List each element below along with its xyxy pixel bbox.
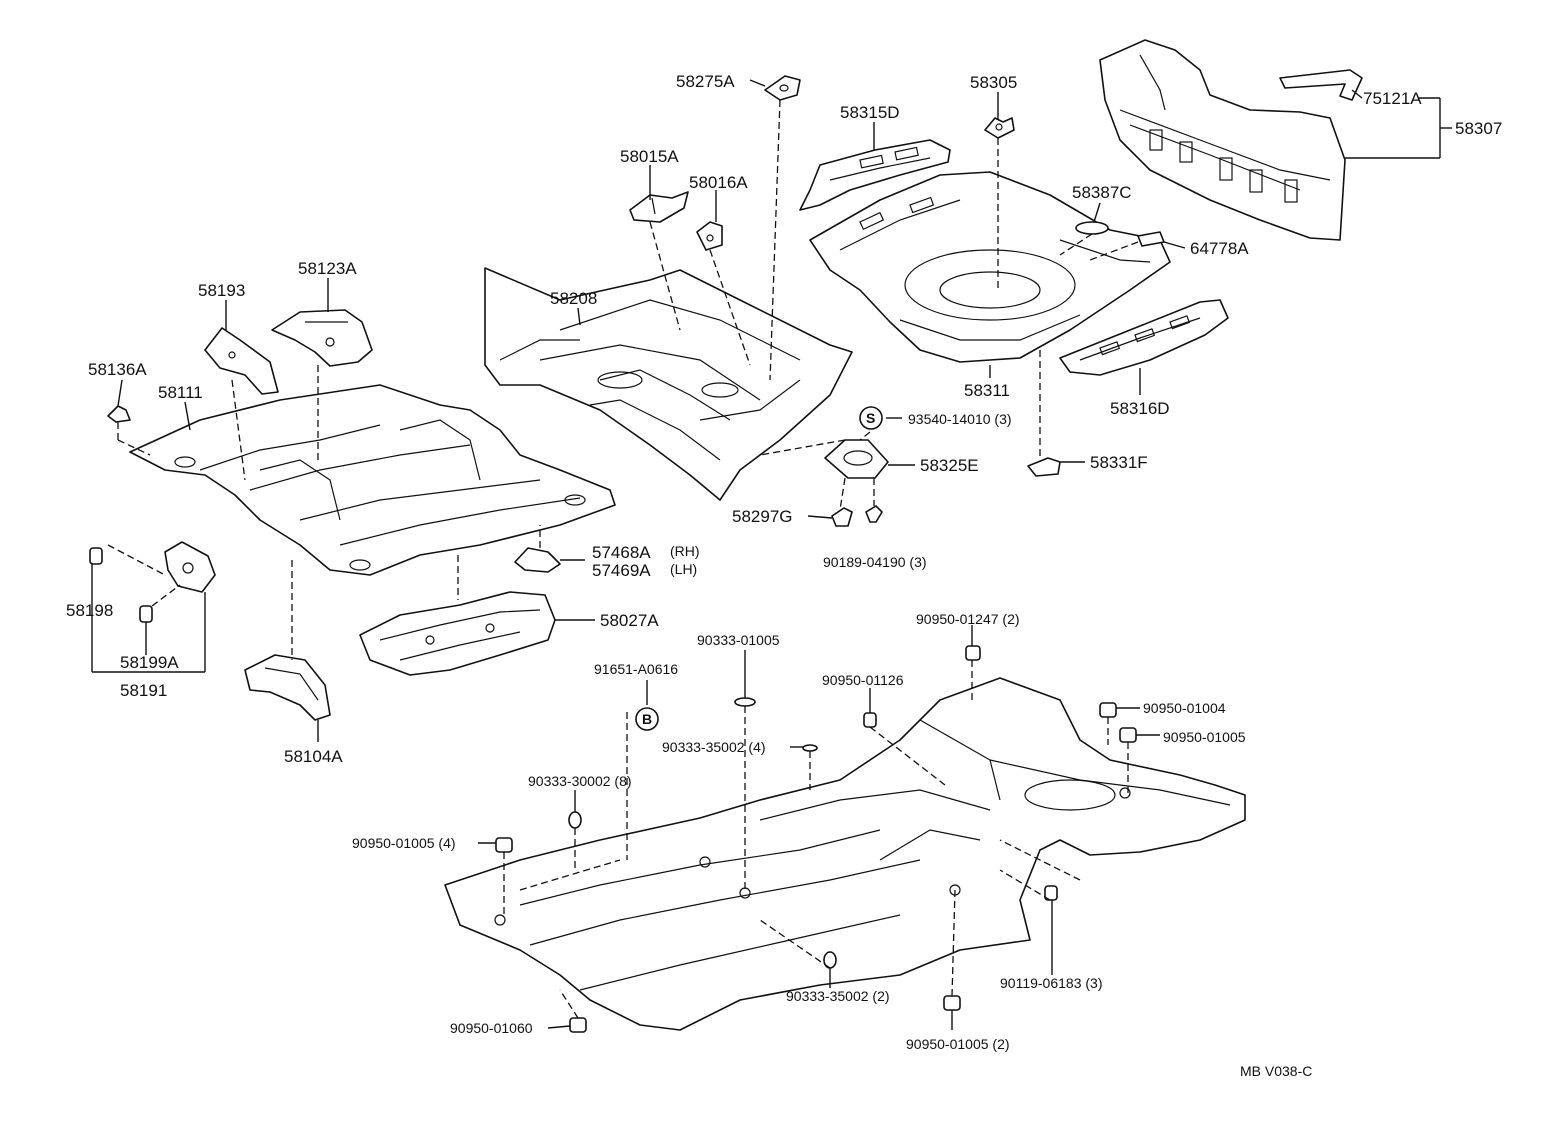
label-90950-01004: 90950-01004 [1143, 700, 1226, 716]
part-58311-drawing [809, 171, 1171, 363]
label-75121A: 75121A [1363, 89, 1422, 108]
label-90333-30002: 90333-30002 (8) [528, 773, 632, 789]
part-58208-drawing [484, 267, 853, 501]
part-58123A-drawing [271, 309, 373, 367]
label-58316D: 58316D [1110, 399, 1170, 418]
label-58387C: 58387C [1072, 183, 1132, 202]
part-58275A-drawing [764, 75, 801, 101]
label-58191: 58191 [120, 681, 167, 700]
label-58015A: 58015A [620, 147, 679, 166]
label-58136A: 58136A [88, 360, 147, 379]
part-75121A-drawing [1279, 69, 1363, 101]
label-58198: 58198 [66, 601, 113, 620]
part-58193-drawing [204, 327, 279, 395]
part-58307-drawing [1099, 39, 1346, 241]
label-58325E: 58325E [920, 456, 979, 475]
label-64778A: 64778A [1190, 239, 1249, 258]
label-90950-01005: 90950-01005 [1163, 729, 1246, 745]
label-58123A: 58123A [298, 259, 357, 278]
label-90950-01060: 90950-01060 [450, 1020, 533, 1036]
label-57469A: 57469A [592, 561, 651, 580]
label-91651-A0616: 91651-A0616 [594, 661, 678, 677]
label-57469A-side: (LH) [670, 561, 697, 577]
label-58016A: 58016A [689, 173, 748, 192]
label-58315D: 58315D [840, 103, 900, 122]
label-58297G: 58297G [732, 507, 793, 526]
callout-labels: 58275A 58015A 58016A 58208 58315D 58305 … [66, 72, 1502, 1079]
fastener-drawings [495, 645, 1137, 1033]
label-57468A: 57468A [592, 543, 651, 562]
part-58297G-drawing [831, 507, 853, 527]
label-58331F: 58331F [1090, 453, 1148, 472]
part-58111-drawing [129, 384, 616, 576]
label-58208: 58208 [550, 289, 597, 308]
label-58305: 58305 [970, 73, 1017, 92]
label-90333-35002-4: 90333-35002 (4) [662, 739, 766, 755]
part-58331F-drawing [1027, 457, 1061, 477]
part-58305-drawing [984, 117, 1015, 139]
underbody-assembly-drawing [444, 677, 1246, 1031]
label-90333-01005: 90333-01005 [697, 632, 780, 648]
part-58027A-drawing [359, 591, 556, 676]
label-58199A: 58199A [120, 653, 179, 672]
part-90189-drawing [865, 505, 883, 523]
label-90189-04190: 90189-04190 (3) [823, 554, 927, 570]
label-90119-06183: 90119-06183 (3) [1000, 975, 1102, 991]
s-symbol-marker: S [859, 406, 883, 430]
b-symbol-marker: B [635, 707, 659, 731]
diagram-reference-code: MB V038-C [1240, 1063, 1312, 1079]
label-93540-14010: 93540-14010 (3) [908, 411, 1012, 427]
leader-lines [107, 99, 1139, 1019]
part-58325E-drawing [824, 439, 889, 479]
part-58387C-drawing [1075, 221, 1109, 235]
part-58315D-drawing [799, 139, 951, 211]
label-58307: 58307 [1455, 119, 1502, 138]
leader-lines-solid [91, 79, 1452, 1030]
label-58193: 58193 [198, 281, 245, 300]
label-90950-01005-2: 90950-01005 (2) [906, 1036, 1010, 1052]
part-58316D-drawing [1059, 299, 1229, 376]
label-90950-01005-4: 90950-01005 (4) [352, 835, 456, 851]
label-58104A: 58104A [284, 747, 343, 766]
label-58311: 58311 [964, 381, 1010, 400]
part-58015A-drawing [629, 191, 689, 223]
label-58275A: 58275A [676, 72, 735, 91]
part-58136A-drawing [107, 405, 131, 423]
part-58016A-drawing [696, 221, 723, 251]
label-57468A-side: (RH) [670, 543, 700, 559]
part-58191-drawing [89, 541, 216, 623]
label-90950-01247: 90950-01247 (2) [916, 611, 1020, 627]
label-90950-01126: 90950-01126 [822, 672, 904, 688]
s-symbol-letter: S [866, 410, 875, 426]
part-57468A-drawing [514, 547, 561, 573]
label-58027A: 58027A [600, 611, 659, 630]
b-symbol-letter: B [642, 711, 652, 727]
label-90333-35002-2: 90333-35002 (2) [786, 988, 890, 1004]
label-58111: 58111 [158, 383, 203, 402]
part-58104A-drawing [244, 654, 331, 721]
